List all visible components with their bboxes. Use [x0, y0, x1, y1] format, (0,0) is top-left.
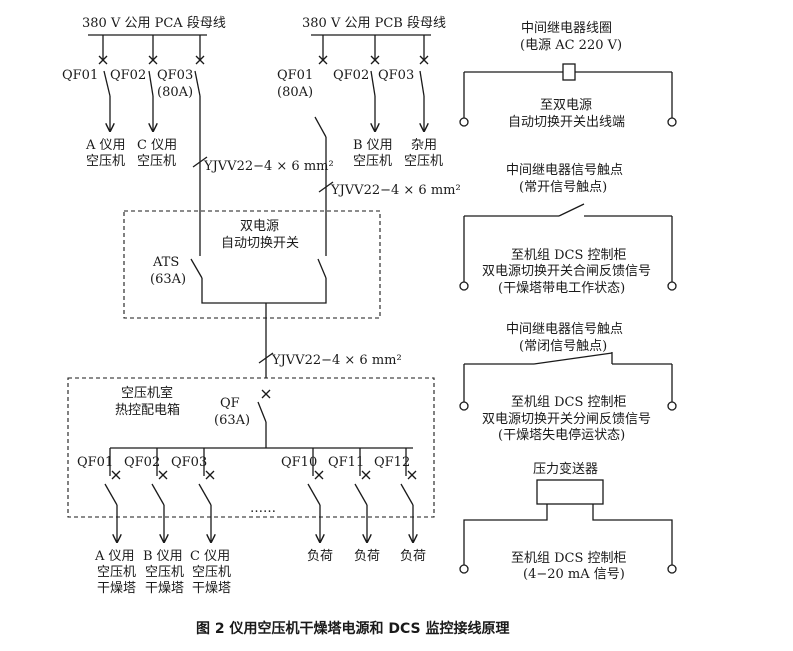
pca-load-a-l1: A 仪用 [85, 138, 126, 153]
panel-load-1-l2: 空压机 [97, 565, 136, 580]
panel-main-breaker [257, 389, 271, 448]
pca-qf03-breaker [194, 35, 205, 256]
relay-no-dest-l3: (干燥塔带电工作状态) [498, 281, 625, 296]
relay-nc-title-l2: (常闭信号触点) [519, 339, 607, 354]
panel-qf10-breaker [307, 448, 323, 542]
relay-nc-dest-l1: 至机组 DCS 控制柜 [511, 395, 627, 410]
relay-nc-dest-l2: 双电源切换开关分闸反馈信号 [482, 412, 651, 427]
relay-no-title-l2: (常开信号触点) [519, 180, 607, 195]
cable-2-mark [318, 181, 334, 193]
panel-qf03-breaker [198, 448, 214, 542]
pca-qf03-rating: (80A) [157, 85, 193, 100]
panel-load-4-l1: 负荷 [307, 549, 333, 564]
panel-qf12-label: QF12 [374, 455, 410, 470]
relay-coil-title-l2: (电源 AC 220 V) [520, 38, 622, 53]
pcb-qf01-rating: (80A) [277, 85, 313, 100]
relay-coil-dest-l1: 至双电源 [540, 98, 592, 113]
panel-qf03-label: QF03 [171, 455, 207, 470]
panel-load-3-l3: 干燥塔 [192, 581, 231, 596]
relay-no-dest-l2: 双电源切换开关合闸反馈信号 [482, 264, 651, 279]
panel-load-3-l1: C 仪用 [190, 549, 230, 564]
pcb-load-misc-l1: 杂用 [411, 138, 437, 153]
transmitter-dest-l1: 至机组 DCS 控制柜 [511, 551, 627, 566]
pca-qf03-label: QF03 [157, 68, 193, 83]
pca-load-a-l2: 空压机 [86, 154, 125, 169]
panel-qf01-label: QF01 [77, 455, 113, 470]
relay-coil-circuit [459, 63, 677, 127]
pca-qf01-label: QF01 [62, 68, 98, 83]
bus-b-label: 380 V 公用 PCB 段母线 [302, 16, 446, 31]
panel-load-3-l2: 空压机 [192, 565, 231, 580]
pca-qf01-breaker [98, 35, 110, 131]
relay-coil-dest-l2: 自动切换开关出线端 [508, 115, 625, 130]
bus-a-label: 380 V 公用 PCA 段母线 [82, 16, 226, 31]
panel-qf11-breaker [354, 448, 370, 542]
panel-qf02-breaker [151, 448, 167, 542]
transmitter-title: 压力变送器 [533, 461, 598, 477]
figure-caption: 图 2 仪用空压机干燥塔电源和 DCS 监控接线原理 [196, 620, 509, 637]
panel-load-1-l3: 干燥塔 [97, 581, 136, 596]
relay-no-contact-circuit [459, 203, 677, 291]
panel-qf10-label: QF10 [281, 455, 317, 470]
panel-qf01-breaker [104, 448, 120, 542]
relay-nc-title-l1: 中间继电器信号触点 [506, 322, 623, 337]
panel-qf11-label: QF11 [328, 455, 364, 470]
ats-switch [190, 258, 327, 378]
pcb-qf02-breaker [370, 35, 379, 131]
ats-title-l1: 双电源 [240, 219, 279, 234]
panel-load-2-l1: B 仪用 [143, 549, 183, 564]
panel-ellipsis: …… [250, 501, 276, 516]
panel-load-6-l1: 负荷 [400, 549, 426, 564]
pcb-qf02-label: QF02 [333, 68, 369, 83]
relay-coil-title-l1: 中间继电器线圈 [521, 21, 612, 36]
cable-3-label: YJVV22−4 × 6 mm² [271, 353, 402, 368]
relay-nc-contact-circuit [459, 352, 677, 411]
pcb-load-misc-l2: 空压机 [404, 154, 443, 169]
relay-nc-dest-l3: (干燥塔失电停运状态) [498, 427, 625, 443]
panel-main-breaker-rating: (63A) [214, 413, 250, 428]
panel-load-5-l1: 负荷 [354, 549, 380, 564]
panel-main-breaker-label: QF [220, 396, 240, 411]
panel-load-2-l3: 干燥塔 [145, 581, 184, 596]
ats-title-l2: 自动切换开关 [221, 236, 299, 251]
relay-no-title-l1: 中间继电器信号触点 [506, 163, 623, 178]
cable-3-mark [258, 352, 274, 364]
pcb-load-b-l2: 空压机 [353, 154, 392, 169]
relay-no-dest-l1: 至机组 DCS 控制柜 [511, 248, 627, 263]
pca-load-c-l1: C 仪用 [137, 138, 177, 153]
pcb-qf03-breaker [419, 35, 428, 131]
transmitter-circuit [459, 479, 677, 574]
panel-title-l1: 空压机室 [121, 385, 173, 401]
panel-load-2-l2: 空压机 [145, 565, 184, 580]
panel-qf12-breaker [400, 448, 416, 542]
panel-dashed-box [67, 377, 435, 518]
cable-1-mark [192, 156, 208, 168]
ats-rating: (63A) [150, 272, 186, 287]
transmitter-dest-l2: (4−20 mA 信号) [523, 567, 625, 582]
pca-qf02-label: QF02 [110, 68, 146, 83]
pcb-qf01-breaker [314, 35, 328, 256]
pcb-load-b-l1: B 仪用 [353, 138, 393, 153]
panel-title-l2: 热控配电箱 [115, 402, 180, 418]
cable-2-label: YJVV22−4 × 6 mm² [330, 183, 461, 198]
pca-qf02-breaker [148, 35, 157, 131]
pcb-qf01-label: QF01 [277, 68, 313, 83]
panel-qf02-label: QF02 [124, 455, 160, 470]
cable-1-label: YJVV22−4 × 6 mm² [203, 159, 334, 174]
panel-load-1-l1: A 仪用 [94, 549, 135, 564]
pca-load-c-l2: 空压机 [137, 154, 176, 169]
pcb-qf03-label: QF03 [378, 68, 414, 83]
ats-dashed-box [123, 210, 381, 319]
ats-label: ATS [152, 255, 179, 270]
